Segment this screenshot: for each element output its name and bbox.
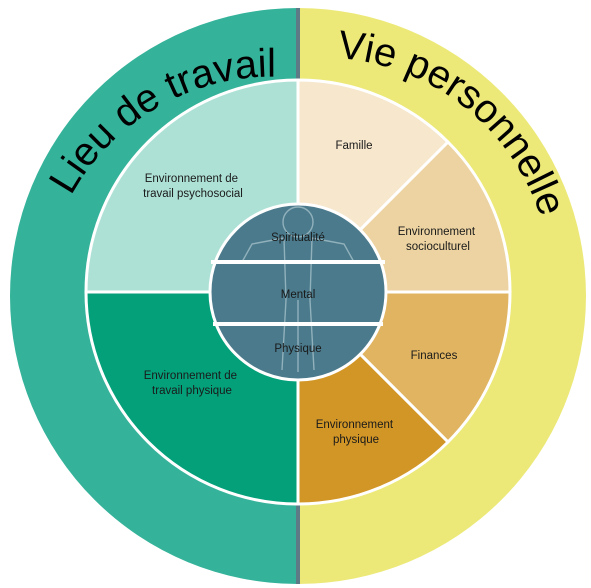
physical-environment-label: Environnement physique xyxy=(316,419,397,446)
family-label: Famille xyxy=(335,140,372,152)
psychosocial-label: Environnement de travail psychosocial xyxy=(143,173,243,200)
human-figure-icon xyxy=(241,206,355,372)
core-circle: Spiritualité Mental Physique xyxy=(208,202,388,382)
mental-label: Mental xyxy=(281,289,316,301)
physical-work-label: Environnement de travail physique xyxy=(144,370,241,397)
spirituality-label: Spiritualité xyxy=(271,232,325,244)
physical-label: Physique xyxy=(274,343,321,355)
sociocultural-label: Environnement socioculturel xyxy=(398,226,479,253)
finances-label: Finances xyxy=(411,350,458,362)
